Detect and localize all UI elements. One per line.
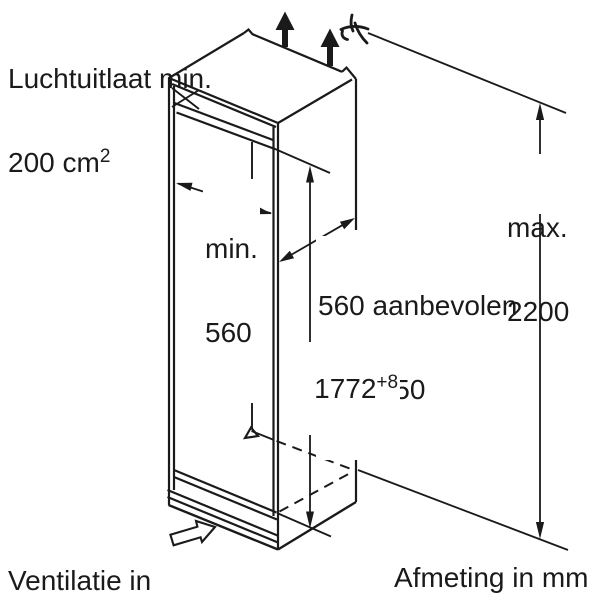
up-arrow-icon: [275, 11, 295, 47]
top-airflow-arrows: [275, 11, 340, 66]
niche-height-ext-top: [273, 147, 331, 174]
extension-line-top: [367, 32, 567, 114]
air-outlet-line1: Luchtuitlaat min.: [8, 63, 212, 94]
niche-height-dimension: 1772+8: [281, 347, 401, 435]
niche-width-dimension: min. 560: [203, 179, 260, 403]
extension-line-bottom: [357, 469, 569, 551]
air-outlet-superscript: 2: [99, 146, 111, 167]
max-height-dimension: max. 2200: [507, 212, 570, 327]
units-note: Afmeting in mm: [394, 562, 589, 593]
hollow-arrow-icon: [169, 519, 217, 547]
plinth-vent-label: Ventilatie in de plint min. 200 cm2: [8, 565, 152, 596]
hidden-edges: [276, 440, 354, 513]
air-outlet-line2: 200 cm2: [8, 146, 111, 178]
up-arrow-icon: [320, 28, 340, 66]
dimension-lines: [177, 32, 569, 551]
height-tolerance: +8: [376, 372, 399, 393]
niche-height-ext-bottom: [276, 512, 332, 538]
air-outlet-label: Luchtuitlaat min. 200 cm2: [8, 9, 212, 237]
airflow-squiggle-icon: [339, 13, 370, 45]
